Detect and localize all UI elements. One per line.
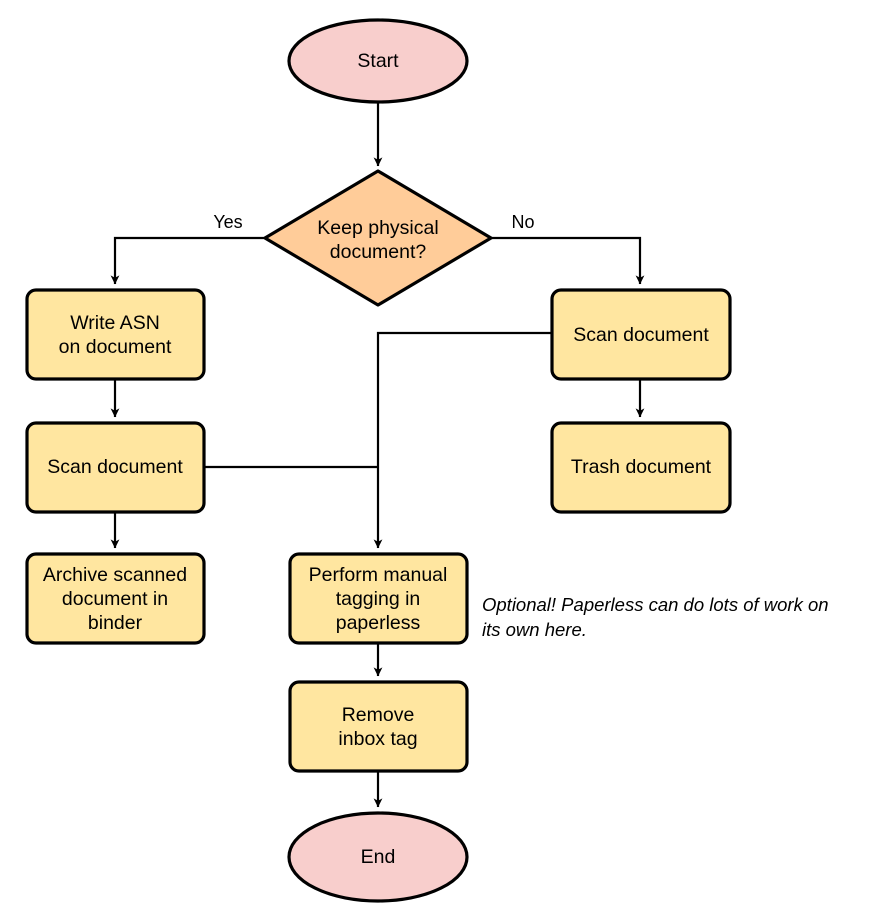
manual-tagging-box[interactable] [288,552,469,645]
edge-path [373,331,552,549]
node-write-asn[interactable]: Write ASN on document [25,288,206,381]
node-archive-binder[interactable]: Archive scanned document in binder [25,552,206,645]
scan-document-left-label: Scan document [47,456,183,478]
decision-label-line2: document? [330,241,427,263]
archive-binder-box[interactable] [25,552,206,645]
annotation-optional-note: Optional! Paperless can do lots of work … [482,594,829,640]
edge-label-no: No [511,212,534,232]
scan-document-right-label: Scan document [573,324,709,346]
edge-label-yes: Yes [213,212,242,232]
manual-tagging-label-line2: tagging in [336,588,421,610]
trash-document-label: Trash document [571,456,712,478]
decision-diamond[interactable] [263,169,493,307]
manual-tagging-label-line3: paperless [336,612,421,634]
end-label: End [361,846,396,868]
edge-layer: Yes No [110,102,645,808]
write-asn-label-line2: on document [59,336,172,358]
end-ellipse[interactable] [287,811,469,903]
archive-binder-label-line1: Archive scanned [43,564,187,586]
archive-binder-label-line3: binder [88,612,143,634]
node-trash-document[interactable]: Trash document [550,421,732,514]
scan-document-left-box[interactable] [25,421,206,514]
node-remove-inbox-tag[interactable]: Remove inbox tag [288,680,469,773]
annotation-line1: Optional! Paperless can do lots of work … [482,594,829,615]
node-manual-tagging[interactable]: Perform manual tagging in paperless [288,552,469,645]
write-asn-box[interactable] [25,288,206,381]
remove-inbox-tag-label-line1: Remove [342,704,415,726]
manual-tagging-label-line1: Perform manual [309,564,448,586]
node-layer: Start Keep physical document? Write ASN … [25,18,732,903]
remove-inbox-tag-label-line2: inbox tag [338,728,417,750]
annotation-line2: its own here. [482,619,587,640]
decision-label-line1: Keep physical [317,217,438,239]
start-ellipse[interactable] [287,18,469,104]
trash-document-box[interactable] [550,421,732,514]
remove-inbox-tag-box[interactable] [288,680,469,773]
node-scan-document-left[interactable]: Scan document [25,421,206,514]
edge-path [110,236,265,285]
edge-decision-to-scan-right: No [491,212,645,285]
edge-decision-to-write-asn: Yes [110,212,265,285]
edge-path [491,236,645,285]
node-end[interactable]: End [287,811,469,903]
node-keep-physical-document[interactable]: Keep physical document? [263,169,493,307]
node-scan-document-right[interactable]: Scan document [550,288,732,381]
archive-binder-label-line2: document in [62,588,168,610]
node-start[interactable]: Start [287,18,469,104]
start-label: Start [357,50,399,72]
write-asn-label-line1: Write ASN [70,312,160,334]
scan-document-right-box[interactable] [550,288,732,381]
edge-scan-right-to-tagging [373,331,552,549]
